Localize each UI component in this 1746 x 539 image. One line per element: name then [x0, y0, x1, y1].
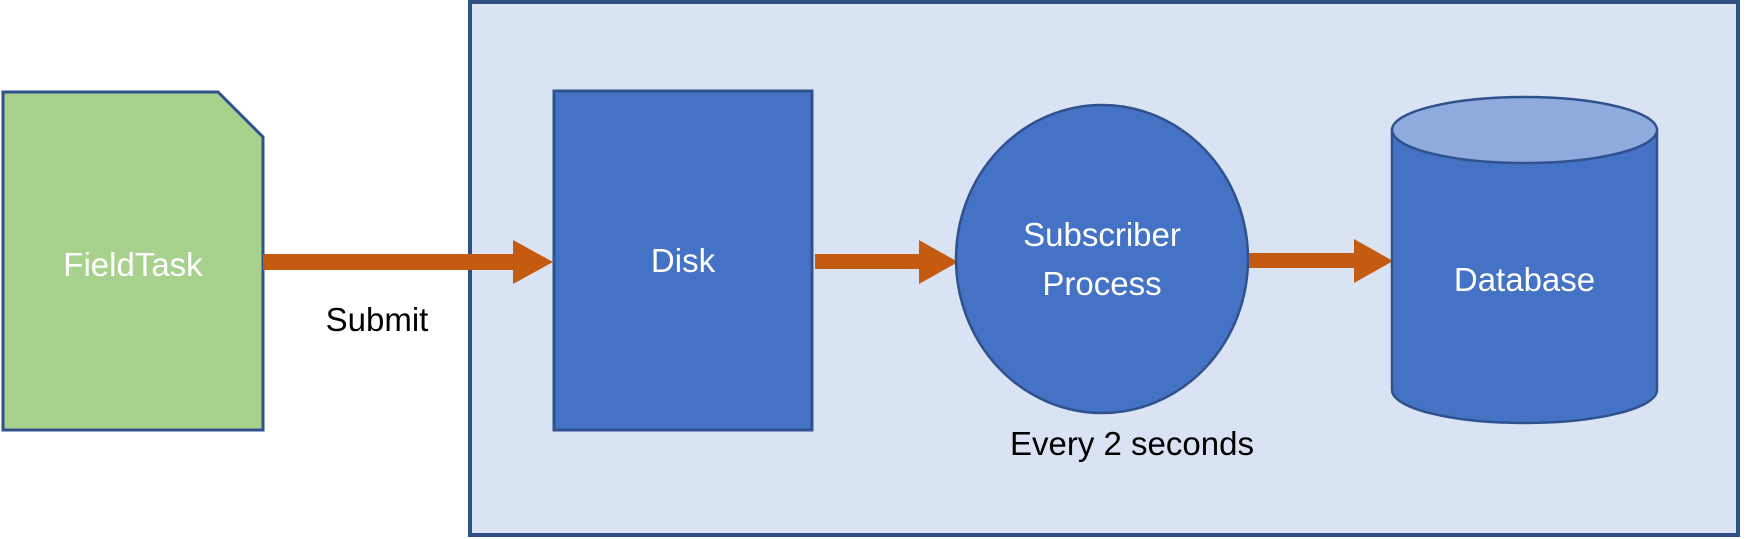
- database-cylinder-top: [1390, 95, 1659, 165]
- arrow-subscriber-to-database: [1249, 239, 1393, 283]
- database-cylinder-body: [1390, 128, 1659, 425]
- subscriber-circle-shape: [954, 103, 1250, 415]
- disk-rectangle-shape: [552, 89, 814, 432]
- fieldtask-document-shape: [1, 90, 265, 432]
- arrow-disk-to-subscriber: [815, 240, 958, 284]
- arrow-fieldtask-to-disk: [263, 240, 553, 284]
